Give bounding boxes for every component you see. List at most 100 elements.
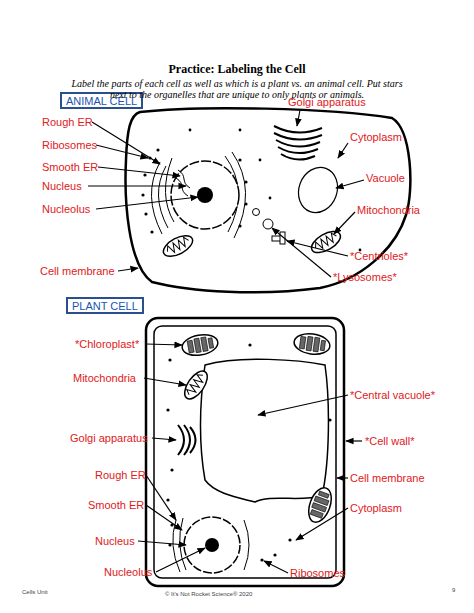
leader-lines bbox=[272, 228, 331, 277]
ribosome-dots bbox=[156, 148, 159, 151]
organelle-label: Nucleus bbox=[42, 180, 82, 193]
plant-cell bbox=[146, 318, 344, 586]
vacuole bbox=[292, 162, 343, 218]
ribosome-dots bbox=[244, 180, 247, 183]
leader-lines bbox=[146, 344, 182, 345]
ribosome-dots bbox=[248, 343, 251, 346]
lysosomes bbox=[253, 209, 274, 230]
organelle-label: *Cell wall* bbox=[365, 435, 415, 448]
organelle-label: Rough ER bbox=[42, 116, 93, 129]
organelle-label: Cytoplasm bbox=[350, 131, 402, 144]
leader-lines bbox=[96, 197, 198, 209]
organelle-label: Cytoplasm bbox=[350, 502, 402, 515]
leader-lines bbox=[146, 505, 182, 530]
organelle-label: Ribosomes bbox=[290, 567, 345, 580]
chloroplast bbox=[181, 332, 220, 358]
organelle-label: Smooth ER bbox=[88, 499, 144, 512]
ribosome-dots bbox=[238, 224, 241, 227]
ribosome-dots bbox=[170, 468, 173, 471]
organelle-label: Cell membrane bbox=[40, 265, 115, 278]
golgi-apparatus bbox=[274, 133, 322, 140]
organelle-label: Golgi apparatus bbox=[288, 96, 366, 109]
leader-lines bbox=[337, 477, 348, 478]
organelle-label: Mitochondria bbox=[357, 204, 420, 217]
ribosome-dots bbox=[166, 343, 331, 561]
leader-lines bbox=[264, 561, 288, 573]
leader-lines bbox=[146, 475, 176, 520]
rough-er bbox=[151, 152, 245, 238]
ribosome-dots bbox=[166, 408, 169, 411]
chloroplast bbox=[293, 332, 331, 357]
golgi-apparatus bbox=[190, 427, 196, 453]
ribosome-dots bbox=[273, 553, 276, 556]
plant-cell bbox=[146, 318, 344, 586]
smooth-er bbox=[176, 170, 190, 196]
nucleus bbox=[197, 187, 213, 203]
worksheet-title: Practice: Labeling the Cell bbox=[0, 62, 474, 77]
ribosome-dots bbox=[166, 498, 169, 501]
ribosome-dots bbox=[269, 197, 272, 200]
ribosome-dots bbox=[239, 129, 242, 132]
organelle-label: Vacuole bbox=[366, 172, 405, 185]
organelle-label: *Chloroplast* bbox=[75, 338, 139, 351]
smooth-er bbox=[176, 178, 188, 196]
leader-lines bbox=[258, 395, 348, 415]
organelle-label: Mitochondria bbox=[73, 372, 136, 385]
golgi-apparatus bbox=[276, 140, 320, 147]
leader-lines bbox=[296, 508, 348, 540]
nucleus bbox=[184, 517, 240, 573]
ribosome-dots bbox=[259, 159, 262, 162]
leader-lines bbox=[96, 145, 148, 158]
nucleus bbox=[184, 517, 240, 573]
leader-lines bbox=[98, 167, 180, 176]
organelle-label: Ribosomes bbox=[42, 139, 97, 152]
leader-lines bbox=[92, 122, 160, 164]
golgi-apparatus bbox=[281, 154, 315, 160]
rough-er bbox=[244, 520, 249, 570]
golgi-apparatus bbox=[178, 425, 184, 455]
cell-type-box: PLANT CELL bbox=[66, 297, 144, 314]
ribosome-dots bbox=[141, 193, 144, 196]
organelle-label: Rough ER bbox=[95, 469, 146, 482]
leader-lines bbox=[144, 378, 186, 385]
organelle-label: Nucleolus bbox=[42, 203, 90, 216]
organelle-label: *Lysosomes* bbox=[333, 271, 397, 284]
ribosome-dots bbox=[260, 558, 263, 561]
copyright-text: © It's Not Rocket Science® 2020 bbox=[165, 590, 252, 598]
golgi-apparatus bbox=[184, 425, 190, 455]
organelle-label: Golgi apparatus bbox=[70, 432, 148, 445]
ribosome-dots bbox=[150, 230, 153, 233]
leader-lines bbox=[152, 438, 176, 440]
smooth-er bbox=[178, 170, 190, 188]
leader-lines bbox=[346, 440, 362, 441]
golgi-apparatus bbox=[278, 147, 318, 153]
leader-lines bbox=[334, 212, 355, 234]
organelle-label: Nucleolus bbox=[104, 566, 152, 579]
nucleus bbox=[171, 161, 239, 229]
mitochondrion bbox=[160, 231, 196, 260]
organelle-label: *Centrioles* bbox=[350, 250, 408, 263]
leader-lines bbox=[156, 548, 205, 572]
golgi-apparatus bbox=[274, 126, 322, 133]
organelle-label: *Central vacuole* bbox=[350, 389, 435, 402]
ribosome-dots bbox=[189, 129, 192, 132]
leader-lines bbox=[88, 185, 186, 186]
nucleus bbox=[171, 161, 239, 229]
plant-cell bbox=[154, 326, 336, 578]
ribosome-dots bbox=[238, 158, 241, 161]
ribosome-dots bbox=[244, 202, 247, 205]
ribosome-dots bbox=[288, 538, 291, 541]
organelle-label: Cell membrane bbox=[350, 472, 425, 485]
ribosome-dots bbox=[144, 212, 147, 215]
leader-lines bbox=[118, 268, 138, 271]
footer-text: Cells Unit bbox=[22, 588, 48, 596]
golgi-apparatus bbox=[274, 126, 322, 160]
ribosome-dots bbox=[143, 173, 146, 176]
ribosome-dots bbox=[328, 418, 331, 421]
organelle-label: Nucleus bbox=[95, 535, 135, 548]
organelle-label: Smooth ER bbox=[42, 161, 98, 174]
leader-lines bbox=[297, 110, 300, 126]
mitochondrion bbox=[308, 227, 344, 257]
cell-type-label: PLANT CELL bbox=[72, 300, 138, 312]
